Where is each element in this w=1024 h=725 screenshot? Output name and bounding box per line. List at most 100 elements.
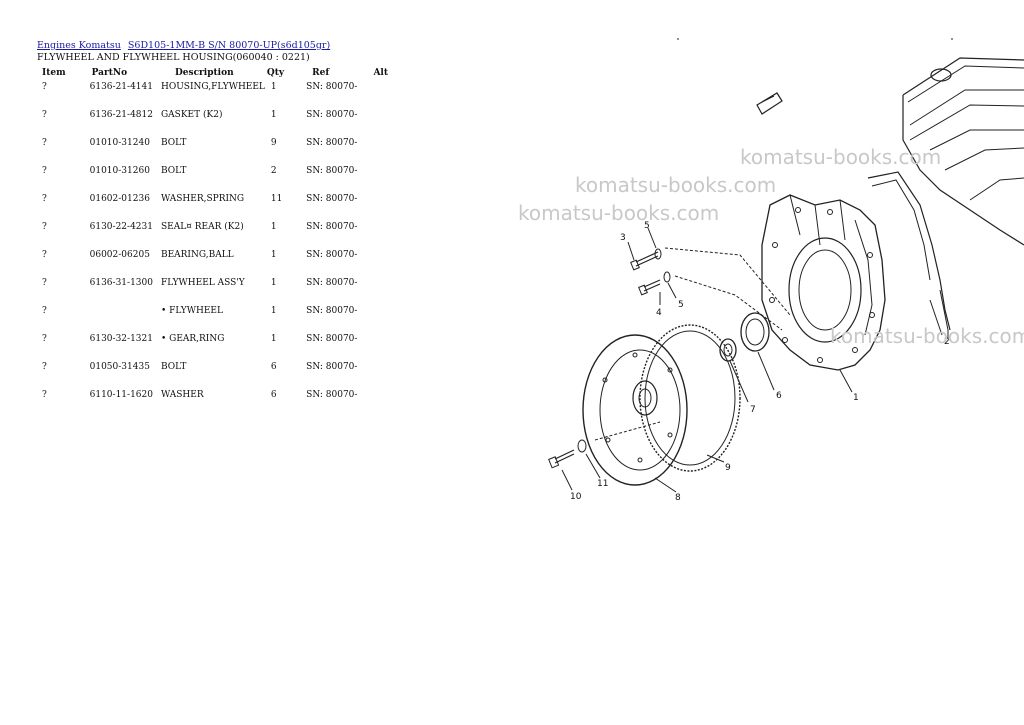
cell-qty: 1 [270, 278, 277, 288]
cell-ref: SN: 80070- [306, 390, 358, 400]
cell-item: ? [42, 166, 47, 176]
cell-partno: 6110-11-1620 [89, 390, 153, 400]
cell-item: ? [42, 82, 47, 92]
cell-ref: SN: 80070- [306, 138, 358, 148]
cell-alt [359, 164, 394, 192]
table-row: ? 6130-22-4231 SEAL¤ REAR (K2) 1 SN: 80070- [36, 220, 394, 248]
cell-alt [359, 248, 394, 276]
cell-partno: 01602-01236 [89, 194, 150, 204]
callout-1: 1 [853, 393, 859, 403]
cell-alt [359, 108, 394, 136]
cell-partno: 6136-21-4141 [89, 82, 153, 92]
cell-ref: SN: 80070- [306, 194, 358, 204]
col-description: Description [174, 68, 234, 78]
cell-alt [359, 332, 394, 360]
cell-alt [359, 80, 394, 108]
cell-ref: SN: 80070- [306, 334, 358, 344]
col-alt: Alt [373, 68, 389, 78]
cell-description: BOLT [160, 362, 187, 372]
cell-ref: SN: 80070- [306, 222, 358, 232]
cell-item: ? [42, 390, 47, 400]
cell-description: FLYWHEEL ASS'Y [160, 278, 245, 288]
cell-partno: 6130-22-4231 [89, 222, 153, 232]
cell-partno: 6130-32-1321 [89, 334, 153, 344]
cell-description: • GEAR,RING [160, 334, 225, 344]
cell-description: GASKET (K2) [160, 110, 223, 120]
callout-7: 7 [750, 405, 756, 415]
cell-item: ? [42, 334, 47, 344]
cell-item: ? [42, 278, 47, 288]
callout-labels: 1 2 3 4 5 5 6 7 8 9 10 11 [570, 221, 950, 503]
table-header-row: Item PartNo Description Qty Ref Alt [36, 66, 394, 80]
cell-ref: SN: 80070- [306, 110, 358, 120]
cell-alt [359, 192, 394, 220]
cell-description: WASHER,SPRING [160, 194, 245, 204]
cell-ref: SN: 80070- [306, 362, 358, 372]
cell-partno: 06002-06205 [89, 250, 150, 260]
cell-item: ? [42, 250, 47, 260]
cell-qty: 11 [270, 194, 283, 204]
cell-item: ? [42, 138, 47, 148]
callout-2: 2 [944, 337, 950, 347]
cell-alt [359, 220, 394, 248]
breadcrumb-link-engines[interactable]: Engines Komatsu [37, 40, 121, 51]
cell-item: ? [42, 110, 47, 120]
cell-description: BOLT [160, 138, 187, 148]
cell-partno: 01050-31435 [89, 362, 150, 372]
cell-qty: 2 [270, 166, 277, 176]
cell-qty: 1 [270, 334, 277, 344]
callout-3: 3 [620, 233, 626, 243]
table-row: ? 01050-31435 BOLT 6 SN: 80070- [36, 360, 394, 388]
callout-8: 8 [675, 493, 681, 503]
cell-description: SEAL¤ REAR (K2) [160, 222, 244, 232]
table-row: ? 6136-31-1300 FLYWHEEL ASS'Y 1 SN: 80070- [36, 276, 394, 304]
cell-item: ? [42, 222, 47, 232]
table-row: ? 01602-01236 WASHER,SPRING 11 SN: 80070- [36, 192, 394, 220]
callout-5b: 5 [678, 300, 684, 310]
cell-partno: 6136-31-1300 [89, 278, 153, 288]
cell-partno: 01010-31260 [89, 166, 150, 176]
parts-table: Item PartNo Description Qty Ref Alt ? 613… [36, 66, 394, 404]
cell-ref: SN: 80070- [306, 250, 358, 260]
cell-alt [359, 136, 394, 164]
cell-qty: 6 [270, 362, 277, 372]
breadcrumb-link-model[interactable]: S6D105-1MM-B S/N 80070-UP(s6d105gr) [127, 40, 331, 51]
cell-description: • FLYWHEEL [160, 306, 223, 316]
table-row: ? 6136-21-4812 GASKET (K2) 1 SN: 80070- [36, 108, 394, 136]
callout-11: 11 [597, 479, 608, 489]
col-qty: Qty [266, 68, 285, 78]
cell-partno [72, 304, 155, 332]
cell-qty: 1 [270, 250, 277, 260]
cell-item: ? [42, 194, 47, 204]
cell-qty: 1 [270, 82, 277, 92]
breadcrumb: Engines Komatsu S6D105-1MM-B S/N 80070-U… [37, 40, 334, 51]
cell-ref: SN: 80070- [306, 306, 358, 316]
cell-ref: SN: 80070- [306, 278, 358, 288]
cell-qty: 1 [270, 222, 277, 232]
callout-4: 4 [656, 308, 662, 318]
cell-alt [359, 388, 394, 404]
callout-5a: 5 [644, 221, 650, 231]
cell-partno: 01010-31240 [89, 138, 150, 148]
cell-qty: 1 [270, 306, 277, 316]
table-row: ? 01010-31240 BOLT 9 SN: 80070- [36, 136, 394, 164]
table-row: ? • FLYWHEEL 1 SN: 80070- [36, 304, 394, 332]
cell-item: ? [42, 362, 47, 372]
cell-qty: 9 [270, 138, 277, 148]
cell-alt [359, 360, 394, 388]
cell-qty: 6 [270, 390, 277, 400]
table-row: ? 6130-32-1321 • GEAR,RING 1 SN: 80070- [36, 332, 394, 360]
page-title: FLYWHEEL AND FLYWHEEL HOUSING(060040 : 0… [37, 52, 310, 63]
watermark: komatsu-books.com [518, 201, 720, 225]
cell-description: BEARING,BALL [160, 250, 234, 260]
watermark: komatsu-books.com [575, 173, 777, 197]
exploded-parts-diagram: 1 2 3 4 5 5 6 7 8 9 10 11 [548, 38, 1024, 503]
cell-partno: 6136-21-4812 [89, 110, 153, 120]
col-ref: Ref [312, 68, 330, 78]
cell-alt [359, 304, 394, 332]
cell-qty: 1 [270, 110, 277, 120]
cell-item: ? [42, 306, 47, 316]
